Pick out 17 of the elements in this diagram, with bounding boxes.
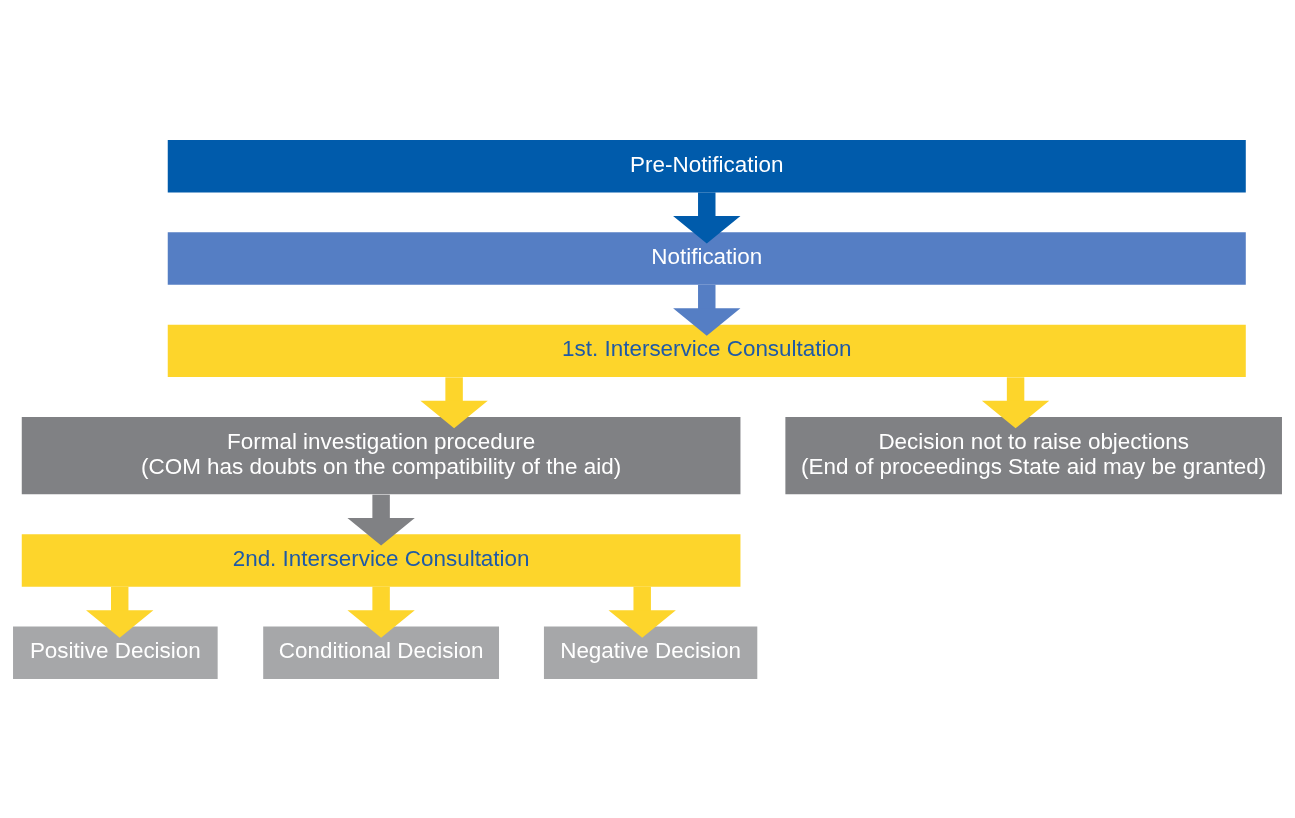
node-box: 1st. Interservice Consultation (167, 324, 1246, 377)
node-box: Formal investigation procedure (COM has doubts on the compatibility of the aid) (21, 416, 741, 494)
arrow (86, 586, 154, 638)
node-box: Positive Decision (13, 626, 218, 679)
arrow (347, 586, 415, 638)
arrow (420, 376, 488, 428)
arrow (673, 191, 741, 244)
node-box: 2nd. Interservice Consultation (21, 533, 741, 587)
node-box: Notification (167, 231, 1246, 285)
arrow (347, 494, 415, 545)
node-box: Decision not to raise objections (End of proceedings State aid may be granted) (785, 416, 1282, 494)
arrow (673, 284, 741, 336)
arrow (981, 376, 1050, 428)
node-box: Pre-Notification (167, 139, 1246, 192)
node-box: Conditional Decision (263, 626, 499, 679)
node-box: Negative Decision (543, 626, 758, 679)
arrow (608, 586, 676, 638)
